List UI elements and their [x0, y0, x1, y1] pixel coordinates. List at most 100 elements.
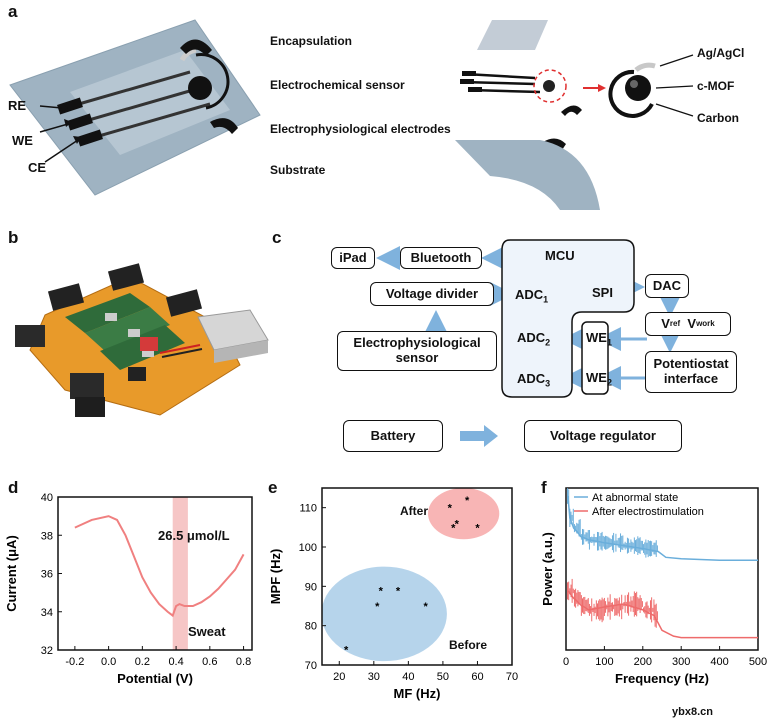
x-tick-label: 70 [506, 671, 518, 683]
adc2-label: ADC2 [517, 330, 551, 348]
y-tick-label: 36 [41, 569, 53, 581]
chart-e-after-label: After [400, 504, 429, 518]
y-tick-label: 70 [305, 660, 317, 672]
scatter-point: * [375, 601, 380, 613]
callout-c-mof: c-MOF [697, 79, 735, 93]
layer-label-electrochemical: Electrochemical sensor [270, 78, 405, 92]
scatter-point: * [423, 601, 428, 613]
cv-curve [74, 515, 245, 618]
we-box [581, 321, 609, 395]
chart-e-before-label: Before [449, 638, 488, 652]
highlight-band [172, 497, 188, 650]
x-tick-label: 100 [595, 656, 613, 668]
box-bluetooth: Bluetooth [400, 247, 482, 269]
callout-ag-agcl: Ag/AgCl [697, 46, 745, 60]
trace-we [74, 86, 201, 126]
y-axis-label: MPF (Hz) [268, 549, 283, 605]
box-voltage-regulator: Voltage regulator [524, 420, 682, 452]
adc1-label: ADC1 [515, 287, 549, 305]
chart-d-annotation: 26.5 μmol/L [158, 528, 230, 543]
pad-ce [77, 129, 103, 147]
panel-c-arrows [376, 239, 682, 447]
after-cluster-ellipse [428, 487, 500, 540]
panel-b-pcb-photo [15, 263, 269, 417]
scatter-point: * [379, 585, 384, 597]
x-axis-label: MF (Hz) [394, 686, 441, 701]
x-tick-label: 0 [563, 656, 569, 668]
pad-we [67, 113, 93, 131]
spi-label: SPI [592, 285, 613, 300]
substrate-layer [455, 140, 600, 210]
panel-b-label: b [8, 228, 19, 247]
x-tick-label: 0.8 [236, 656, 251, 668]
device-c-ring [195, 53, 230, 110]
y-tick-label: 38 [41, 530, 53, 542]
zoom-ag-arc [634, 62, 656, 73]
box-battery: Battery [343, 420, 443, 452]
y-tick-label: 110 [299, 503, 317, 515]
adc3-label: ADC3 [517, 371, 551, 389]
electrode-label-ce: CE [28, 160, 47, 175]
plot-frame [565, 487, 759, 651]
layer-label-encapsulation: Encapsulation [270, 34, 353, 48]
x-axis-label: Frequency (Hz) [615, 671, 709, 686]
y-tick-label: 40 [41, 492, 53, 504]
sensor-highlight-circle [533, 69, 567, 103]
scatter-point: * [455, 518, 460, 530]
x-tick-label: 400 [710, 656, 728, 668]
zoom-carbon-ring [608, 69, 654, 118]
box-dac: DAC [645, 274, 689, 298]
y-tick-label: 90 [305, 581, 317, 593]
x-tick-label: 0.2 [135, 656, 150, 668]
layer-label-electrophysiological: Electrophysiological electrodes [270, 122, 451, 136]
device-ag-arc [179, 47, 197, 62]
trace-re [64, 70, 191, 110]
panel-d-label: d [8, 478, 19, 497]
we2-label: WE2 [586, 370, 612, 388]
legend-label-0: At abnormal state [592, 492, 678, 504]
we1-label: WE1 [586, 330, 612, 348]
device-tab-bottom [210, 118, 238, 134]
y-tick-label: 80 [305, 621, 317, 633]
x-tick-label: 50 [437, 671, 449, 683]
mcu-label: MCU [545, 248, 575, 263]
x-tick-label: 40 [402, 671, 414, 683]
panel-c-label: c [272, 228, 282, 247]
panel-a-device-illustration [9, 19, 694, 210]
legend-label-1: After electrostimulation [592, 506, 704, 518]
x-tick-label: 30 [368, 671, 380, 683]
y-tick-label: 100 [299, 542, 317, 554]
x-axis-label: Potential (V) [117, 671, 193, 686]
electrode-label-re: RE [8, 98, 27, 113]
box-ipad: iPad [331, 247, 375, 269]
x-tick-label: 0.4 [168, 656, 183, 668]
scatter-point: * [448, 503, 453, 515]
scatter-point: * [465, 495, 470, 507]
box-voltage-divider: Voltage divider [370, 282, 494, 306]
chart-d-sweat-label: Sweat [188, 624, 226, 639]
before-cluster-ellipse [321, 566, 447, 662]
x-tick-label: 300 [672, 656, 690, 668]
plot-frame [321, 487, 513, 666]
trace-ce [84, 102, 211, 142]
watermark: ybx8.cn [672, 706, 713, 718]
scatter-point: * [396, 585, 401, 597]
encapsulation-layer [477, 20, 548, 50]
y-tick-label: 32 [41, 645, 53, 657]
x-tick-label: 0.0 [101, 656, 116, 668]
scatter-point: * [475, 522, 480, 534]
x-tick-label: 200 [634, 656, 652, 668]
x-tick-label: 500 [749, 656, 767, 668]
scatter-point: * [451, 522, 456, 534]
device-tab-top [180, 39, 212, 56]
y-axis-label: Power (a.u.) [540, 532, 555, 606]
sensor-dot [543, 80, 555, 92]
ephys-electrode-1 [561, 105, 582, 116]
y-axis-label: Current (μA) [4, 535, 19, 612]
y-tick-label: 34 [41, 607, 53, 619]
